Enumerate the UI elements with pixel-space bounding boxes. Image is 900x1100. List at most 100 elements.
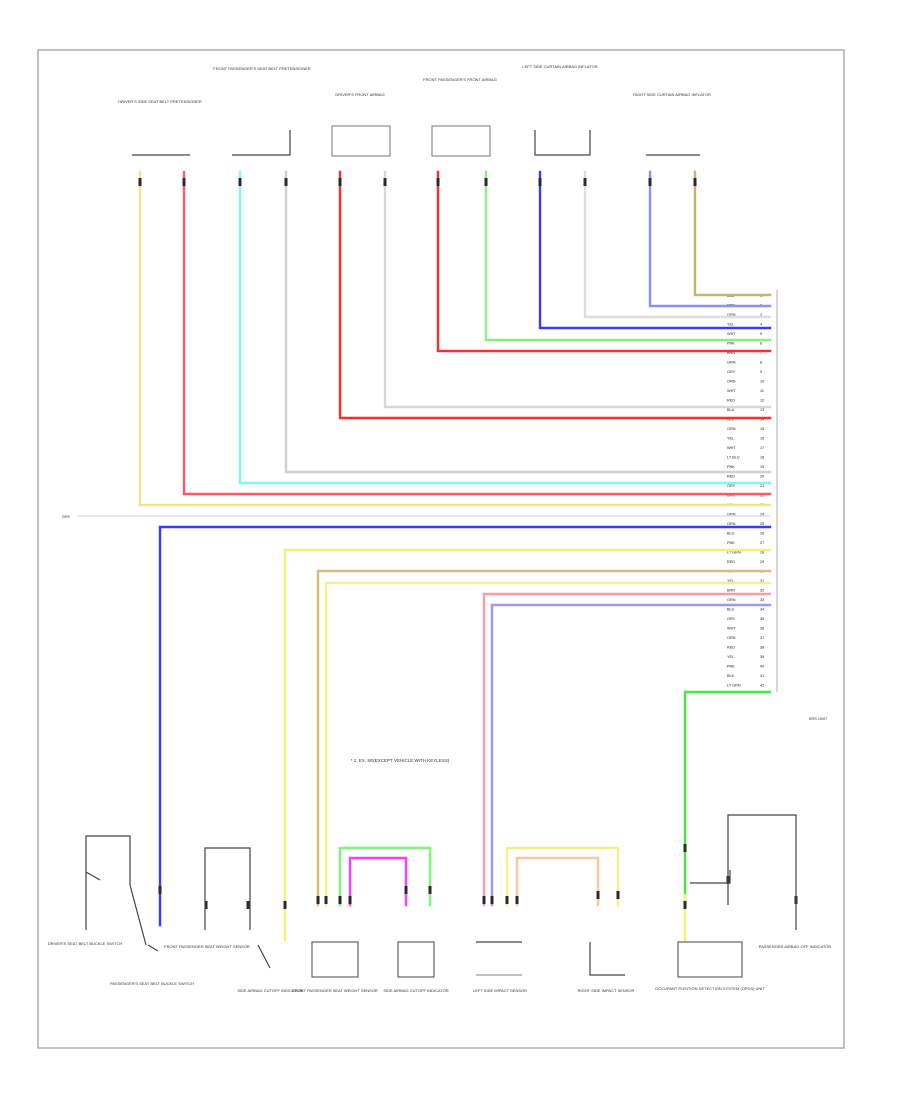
pin-marker: [428, 886, 432, 894]
connector-pin-number: 17: [760, 446, 764, 450]
top-component-labels: DRIVER'S SIDE SEAT BELT PRETENSIONER FRO…: [118, 64, 711, 104]
connector-pin-number: 15: [760, 427, 764, 431]
pin-marker: [324, 896, 328, 904]
pin-marker: [404, 886, 408, 894]
top5-label: LEFT SIDE CURTAIN AIRBAG INFLATOR: [522, 64, 597, 69]
connector-pin-number: 18: [760, 456, 764, 460]
wire-top3-red: [338, 170, 772, 420]
connector-pin-number: 26: [760, 532, 764, 536]
top2-connector: [232, 130, 291, 156]
connector-pin-number: 3: [760, 313, 762, 317]
wire-b3-b4-green: [338, 846, 432, 907]
top4-connector: [431, 125, 491, 157]
connector-pin-number: 10: [760, 380, 764, 384]
wire-b3-b4-magenta: [348, 856, 408, 907]
b1-switch-blade: [129, 884, 147, 946]
b3-label: FRONT PASSENGER SEAT WEIGHT SENSOR: [292, 988, 378, 993]
b6-connector: [589, 942, 625, 976]
wire-top4-green: [484, 170, 772, 342]
bottom-components: DRIVER'S SEAT BELT BUCKLE SWITCH PASSENG…: [48, 814, 832, 993]
pin-marker: [348, 896, 352, 904]
b1-switch-outline: [85, 835, 131, 930]
connector-pin-number: 13: [760, 408, 764, 412]
wire-harness: [77, 170, 772, 942]
diagram-frame: [37, 49, 845, 1049]
b4-label: SIDE AIRBAG CUTOFF INDICATOR: [383, 988, 448, 993]
left-terminal-label: GRY: [62, 515, 71, 519]
wire-b5-lightblue: [490, 603, 772, 907]
pin-marker: [283, 901, 287, 909]
connector-code: RED: [727, 399, 735, 403]
connector-pin-number: 28: [760, 551, 764, 555]
footnote: * 1: EX, SE(EXCEPT VEHICLE WITH KEYLESS): [351, 758, 450, 763]
connector-pin-number: 4: [760, 323, 762, 327]
pin-marker: [138, 178, 142, 186]
connector-code: GRN: [727, 427, 736, 431]
connector-pin-number: 7: [760, 351, 762, 355]
pin-markers: [138, 178, 798, 909]
b2-seat-belt-label: PASSENGER'S SEAT BELT BUCKLE SWITCH: [110, 981, 194, 986]
top1-label: DRIVER'S SIDE SEAT BELT PRETENSIONER: [118, 99, 202, 104]
connector-pin-number: 25: [760, 522, 764, 526]
wire-b5-b6-peach: [515, 856, 600, 907]
wire-top2-white: [284, 170, 772, 474]
connector-code: YEL: [727, 579, 734, 583]
srs-unit-name: SRS UNIT: [809, 716, 828, 721]
pin-marker: [515, 896, 519, 904]
connector-code: BRN: [727, 351, 735, 355]
connector-pin-number: 27: [760, 541, 764, 545]
pin-marker: [505, 896, 509, 904]
connector-code: RED: [727, 646, 735, 650]
pin-marker: [316, 896, 320, 904]
connector-pin-number: 22: [760, 494, 764, 498]
pin-marker: [383, 178, 387, 186]
connector-code: ORN: [727, 380, 736, 384]
pin-marker: [596, 891, 600, 899]
pin-marker: [683, 901, 687, 909]
wire-top1-yellow: [138, 170, 772, 507]
connector-code: PNK: [727, 465, 735, 469]
pin-marker: [338, 896, 342, 904]
connector-code: GRY: [727, 617, 736, 621]
connector-code: RED: [727, 475, 735, 479]
wire-top1-red: [182, 170, 772, 496]
connector-code: LT BLU: [727, 456, 740, 460]
connector-code: PNK: [727, 541, 735, 545]
wire-top4-red: [436, 170, 772, 353]
connector-code: BRN: [727, 494, 735, 498]
wire-top6-lightblue: [648, 170, 772, 308]
b1-switch-contacts: [85, 871, 159, 952]
connector-code: YEL: [727, 437, 734, 441]
connector-code: GRN: [727, 513, 736, 517]
connector-pin-number: 42: [760, 684, 764, 688]
connector-code: LT GRN: [727, 551, 741, 555]
connector-code: YEL: [727, 655, 734, 659]
b8-label: PASSENGER AIRBAG OFF INDICATOR: [759, 944, 832, 949]
connector-code: BLU: [727, 608, 735, 612]
top-connectors: [132, 125, 700, 157]
pin-marker: [338, 178, 342, 186]
connector-pin-number: 6: [760, 342, 762, 346]
connector-pin-number: 31: [760, 579, 764, 583]
connector-pin-number: 37: [760, 636, 764, 640]
pin-marker: [583, 178, 587, 186]
connector-pin-number: 5: [760, 332, 762, 336]
b8-link: [690, 870, 731, 884]
pin-marker: [158, 886, 162, 894]
b2-switch-outline: [204, 847, 251, 930]
connector-pin-number: 8: [760, 361, 762, 365]
pin-marker: [182, 178, 186, 186]
b6-label: RIGHT SIDE IMPACT SENSOR: [578, 988, 635, 993]
connector-pin-number: 35: [760, 617, 764, 621]
connector-code: WHT: [727, 627, 736, 631]
pin-marker: [538, 178, 542, 186]
b1-label: DRIVER'S SEAT BELT BUCKLE SWITCH: [48, 941, 123, 946]
connector-pin-number: 12: [760, 399, 764, 403]
connector-pin-number: 14: [760, 418, 764, 422]
connector-code: BRN: [727, 589, 735, 593]
wire-b5-pink: [482, 592, 772, 907]
top6-label: RIGHT SIDE CURTAIN AIRBAG INFLATOR: [633, 92, 711, 97]
b2-switch-blade: [257, 944, 271, 969]
